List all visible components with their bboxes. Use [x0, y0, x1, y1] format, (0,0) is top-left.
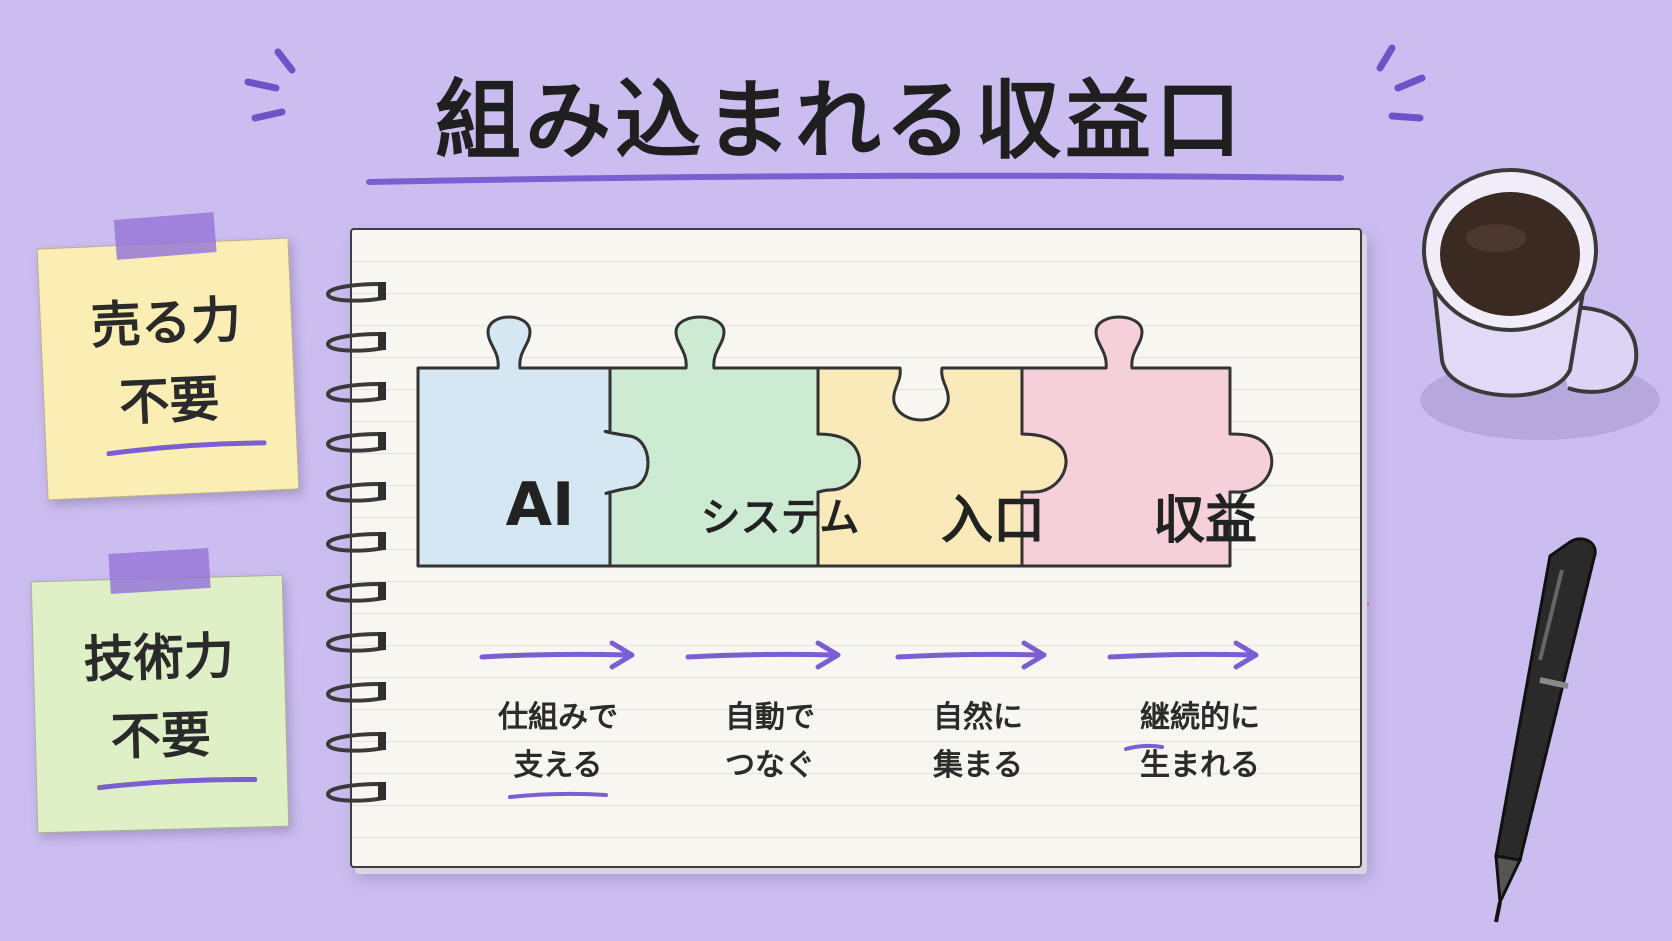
title-underline	[366, 172, 1344, 185]
arrow-right-icon	[895, 640, 1047, 670]
binding-ring	[325, 382, 385, 403]
sticky-note-line1: 技術力	[83, 627, 235, 689]
step-line1: 自然に	[933, 700, 1023, 735]
binding-ring	[325, 282, 385, 303]
binding-ring	[325, 482, 385, 503]
sticky-note-line2: 不要	[118, 369, 221, 433]
piece-label-ai: AI	[505, 470, 575, 540]
step-caption-support: 仕組みで 支える	[478, 694, 638, 790]
step-underline	[508, 791, 608, 799]
step-line2: つなぐ	[725, 748, 815, 783]
piece-label-system: システム	[700, 495, 860, 541]
binding-hole	[378, 432, 386, 450]
binding-ring	[325, 432, 385, 453]
binding-hole	[378, 782, 386, 800]
binding-ring	[325, 582, 385, 603]
piece-label-entrance: 入口	[940, 491, 1045, 551]
puzzle-chain	[416, 315, 1274, 568]
pen-icon	[1494, 537, 1597, 923]
binding-hole	[378, 532, 386, 550]
spiral-binding	[325, 282, 386, 803]
piece-label-revenue: 収益	[1152, 491, 1257, 551]
step-line2: 支える	[513, 748, 603, 783]
binding-hole	[378, 632, 386, 650]
step-caption-gather: 自然に 集まる	[898, 694, 1058, 790]
binding-hole	[378, 482, 386, 500]
step-line1: 自動で	[725, 700, 815, 735]
binding-hole	[378, 282, 386, 300]
sparkle-mark	[1394, 74, 1426, 92]
puzzle-piece-revenue	[1020, 315, 1274, 568]
step-line1: 継続的に	[1140, 700, 1260, 735]
sparkle-mark	[274, 48, 296, 74]
page-title: 組み込まれる収益口	[435, 71, 1245, 171]
sparkle-mark	[244, 78, 280, 92]
sticky-note-line1: 売る力	[89, 290, 243, 356]
sticky-note-sales: 売る力 不要	[36, 212, 300, 501]
binding-ring	[325, 682, 385, 703]
binding-ring	[325, 732, 385, 753]
binding-ring	[325, 632, 385, 653]
arrow-right-icon	[479, 640, 635, 670]
binding-hole	[378, 682, 386, 700]
tape	[113, 212, 217, 260]
binding-hole	[378, 332, 386, 350]
binding-ring	[325, 782, 385, 803]
binding-ring	[325, 532, 385, 553]
step-line2: 生まれる	[1140, 748, 1260, 783]
binding-ring	[325, 332, 385, 353]
arrow-right-icon	[685, 640, 841, 670]
step-caption-generate: 継続的に 生まれる	[1120, 694, 1280, 790]
sparkle-mark	[251, 108, 286, 122]
sparkle-mark	[1388, 112, 1424, 122]
step-underline	[1124, 743, 1164, 751]
flow-arrows	[479, 640, 1259, 670]
binding-hole	[378, 732, 386, 750]
step-line1: 仕組みで	[498, 700, 618, 735]
sparkle-mark	[1376, 44, 1396, 72]
binding-hole	[378, 582, 386, 600]
note-underline	[96, 776, 258, 791]
coffee-cup-icon	[1420, 168, 1660, 440]
note-underline	[106, 440, 267, 457]
sticky-note-line2: 不要	[110, 705, 212, 767]
arrow-right-icon	[1107, 640, 1259, 670]
binding-hole	[378, 382, 386, 400]
step-caption-connect: 自動で つなぐ	[690, 694, 850, 790]
sticky-note-tech: 技術力 不要	[30, 547, 290, 834]
step-line2: 集まる	[933, 748, 1023, 783]
tape	[108, 547, 211, 594]
